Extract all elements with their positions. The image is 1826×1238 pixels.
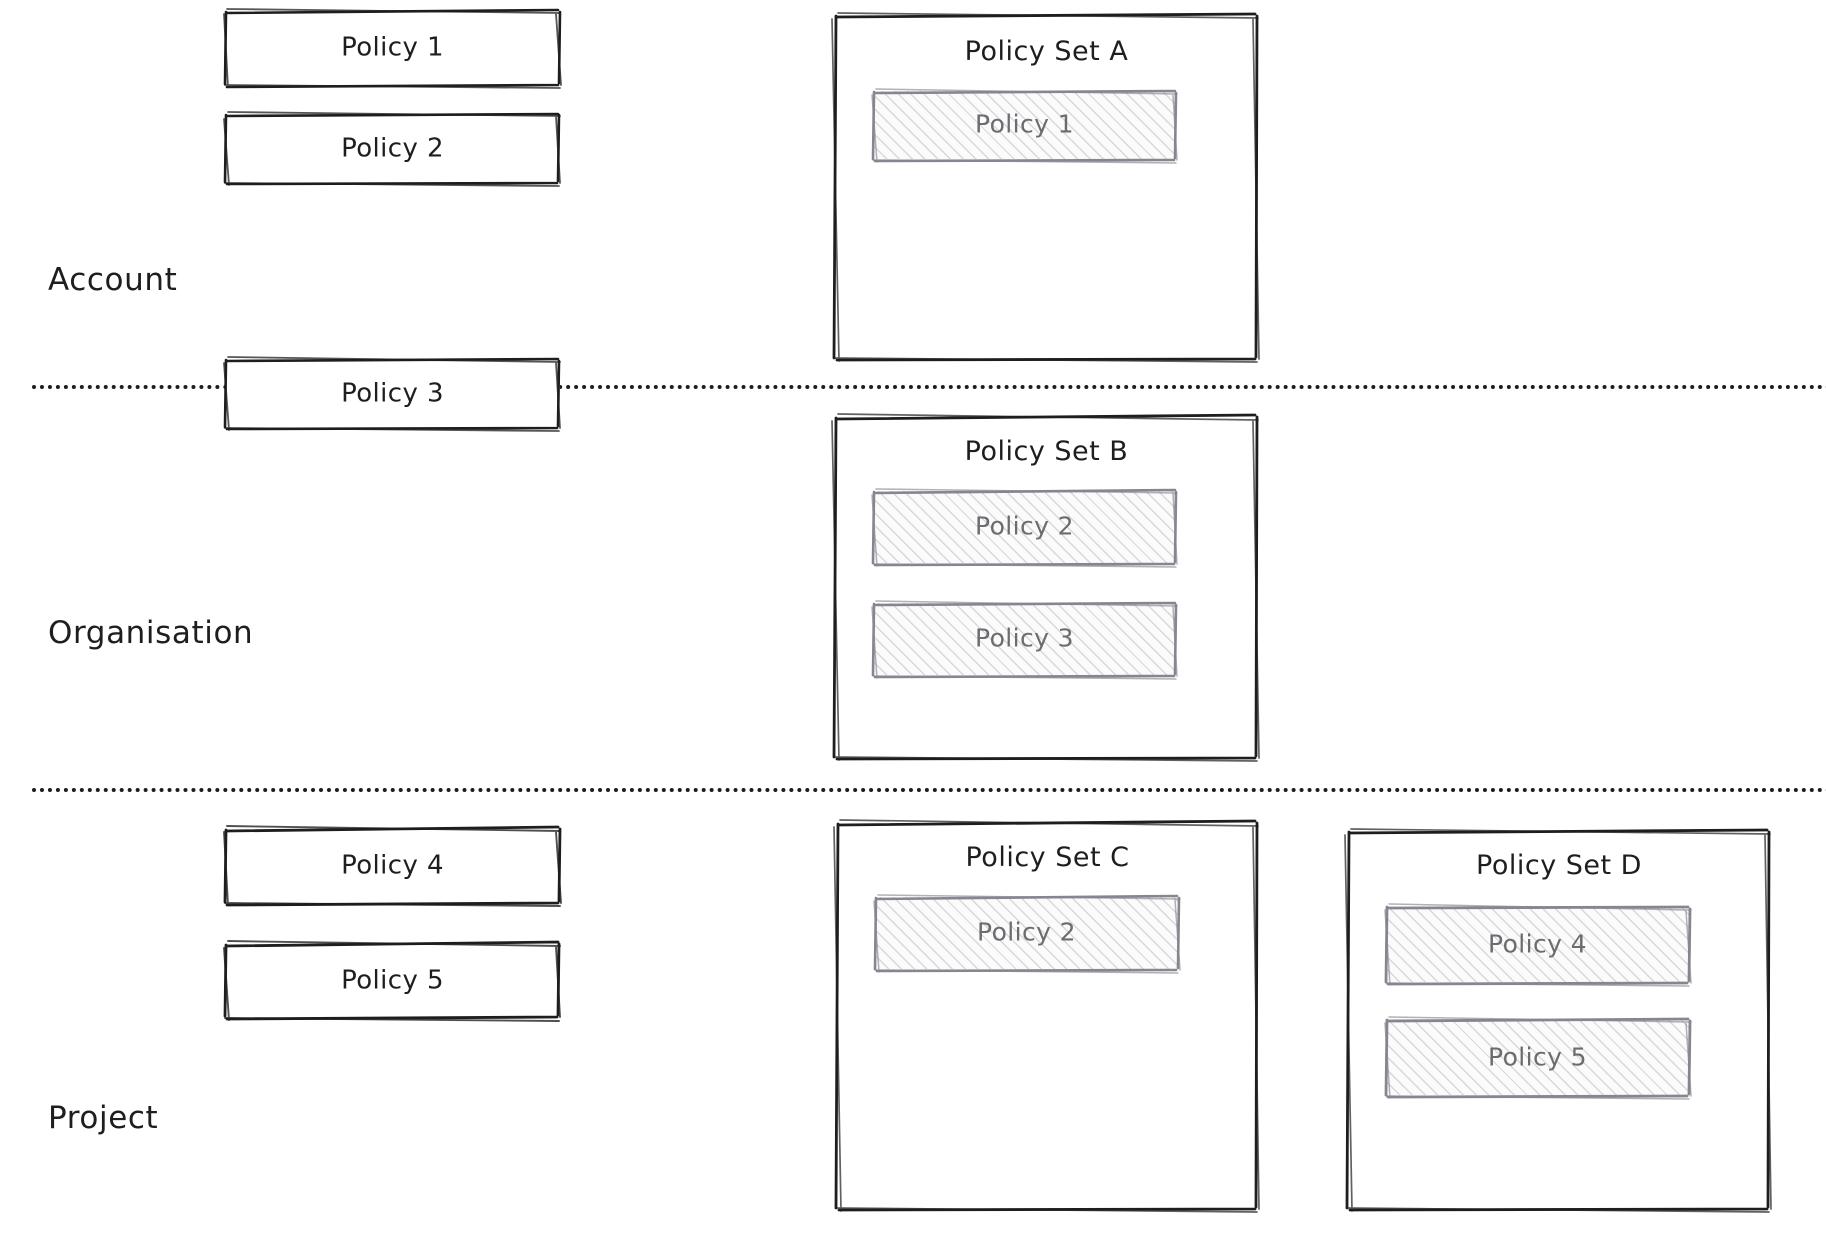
policy-box-policy-2[interactable]: Policy 2: [223, 111, 561, 187]
policy-box-label: Policy 5: [341, 964, 444, 995]
policy-chip-policy-2[interactable]: Policy 2: [871, 488, 1178, 568]
policy-set-d[interactable]: Policy Set D Policy 4 Policy 5: [1344, 828, 1772, 1213]
policy-chip-label: Policy 4: [1488, 928, 1587, 958]
policy-chip-policy-4[interactable]: Policy 4: [1384, 903, 1692, 987]
row-label-organisation: Organisation: [48, 615, 254, 651]
policy-chip-label: Policy 1: [975, 109, 1074, 139]
policy-chip-policy-5[interactable]: Policy 5: [1384, 1016, 1692, 1100]
policy-set-title: Policy Set D: [1476, 850, 1642, 881]
policy-chip-policy-1[interactable]: Policy 1: [871, 88, 1178, 164]
policy-chip-policy-2[interactable]: Policy 2: [873, 894, 1181, 974]
policy-set-title: Policy Set C: [965, 842, 1130, 873]
policy-chip-label: Policy 2: [977, 917, 1076, 947]
row-divider-organisation-project: [32, 788, 1826, 792]
policy-set-a[interactable]: Policy Set A Policy 1: [831, 12, 1260, 363]
row-divider-account-organisation: [32, 385, 1826, 389]
policy-set-c[interactable]: Policy Set C Policy 2: [833, 819, 1260, 1213]
policy-box-label: Policy 3: [341, 378, 444, 409]
policy-chip-label: Policy 2: [975, 511, 1074, 541]
policy-set-title: Policy Set B: [964, 436, 1129, 467]
policy-box-policy-1[interactable]: Policy 1: [223, 8, 562, 89]
policy-chip-label: Policy 5: [1488, 1041, 1587, 1071]
policy-box-policy-3[interactable]: Policy 3: [223, 356, 561, 432]
row-label-project: Project: [48, 1100, 159, 1136]
policy-box-label: Policy 2: [341, 133, 444, 164]
policy-chip-label: Policy 3: [975, 623, 1074, 653]
policy-box-label: Policy 4: [341, 849, 444, 880]
policy-set-b[interactable]: Policy Set B Policy 2 Policy 3: [831, 413, 1260, 762]
row-label-account: Account: [48, 262, 178, 298]
policy-box-label: Policy 1: [341, 32, 444, 63]
policy-set-title: Policy Set A: [964, 36, 1129, 67]
policy-box-policy-4[interactable]: Policy 4: [223, 825, 562, 907]
policy-chip-policy-3[interactable]: Policy 3: [871, 600, 1178, 680]
policy-box-policy-5[interactable]: Policy 5: [223, 940, 561, 1022]
